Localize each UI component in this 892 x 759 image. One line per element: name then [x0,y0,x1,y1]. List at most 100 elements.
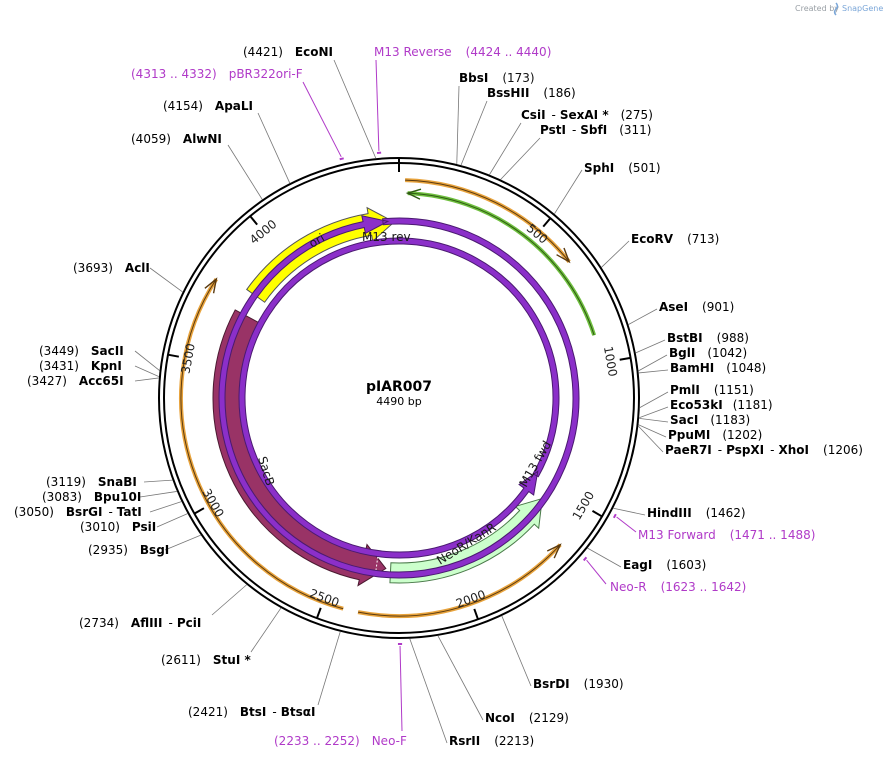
feature-layer [179,151,617,645]
svg-text:EagI(1603): EagI(1603) [623,558,706,572]
site-sacii[interactable]: (3449)SacII [39,344,124,358]
leader-line [554,169,583,215]
leader-line [638,369,669,374]
leader-line [639,391,669,408]
tick-mark [542,217,552,228]
site-bpu10i[interactable]: (3083)Bpu10I [42,490,141,504]
svg-text:PaeR7I-PspXI-XhoI(1206): PaeR7I-PspXI-XhoI(1206) [665,443,863,457]
primer-leader-line [302,81,342,158]
site-psti-sbfi[interactable]: PstI-SbfI(311) [540,123,651,137]
site-bsgi[interactable]: (2935)BsgI [88,543,169,557]
svg-text:(3693)AclI: (3693)AclI [73,261,150,275]
site-alwni[interactable]: (4059)AlwNI [131,132,222,146]
site-eco53ki[interactable]: Eco53kI(1181) [670,398,773,412]
primer-leader-line [399,645,403,732]
site-snabi[interactable]: (3119)SnaBI [46,475,137,489]
leader-line [149,501,182,513]
site-bgli[interactable]: BglI(1042) [669,346,747,360]
site-bsrgi-tati[interactable]: (3050)BsrGI-TatI [14,505,142,519]
primer-leader-line [586,559,607,585]
credit-brand: SnapGene [842,4,883,13]
site-btsi-btsai[interactable]: (2421)BtsI-BtsαI [188,705,315,719]
svg-text:(3449)SacII: (3449)SacII [39,344,124,358]
svg-text:PstI-SbfI(311): PstI-SbfI(311) [540,123,651,137]
svg-text:BamHI(1048): BamHI(1048) [670,361,766,375]
feature-ori [246,206,395,303]
orf-bottom-track-core [357,544,561,617]
site-acc65i[interactable]: (3427)Acc65I [27,374,124,388]
svg-text:(2935)BsgI: (2935)BsgI [88,543,169,557]
leader-line [143,479,173,483]
leader-line [639,417,669,423]
leader-line [134,350,160,371]
tick-label: 500 [524,221,551,246]
orf-left-track-core [180,278,344,610]
svg-text:HindIII(1462): HindIII(1462) [647,506,746,520]
tick-label: 3500 [178,342,197,375]
svg-text:M13 Forward(1471 .. 1488): M13 Forward(1471 .. 1488) [638,528,815,542]
svg-text:BstBI(988): BstBI(988) [667,331,749,345]
tick-label: 4000 [247,217,280,247]
site-pmli[interactable]: PmlI(1151) [670,383,754,397]
leader-line [134,365,160,377]
svg-text:(4313 .. 4332)pBR322ori-F: (4313 .. 4332)pBR322ori-F [131,67,303,81]
primer-m13-forward[interactable]: M13 Forward(1471 .. 1488) [638,528,815,542]
site-paer7i-pspxi-xhoi[interactable]: PaeR7I-PspXI-XhoI(1206) [665,443,863,457]
svg-text:SacI(1183): SacI(1183) [670,413,750,427]
site-ppumi[interactable]: PpuMI(1202) [668,428,762,442]
svg-text:(3427)Acc65I: (3427)Acc65I [27,374,124,388]
svg-text:BsrDI(1930): BsrDI(1930) [533,677,624,691]
feature-label-ori: ori [307,231,328,251]
site-sphi[interactable]: SphI(501) [584,161,661,175]
svg-text:(2233 .. 2252)Neo-F: (2233 .. 2252)Neo-F [274,734,407,748]
orf-bottom-track-head [546,543,562,559]
svg-text:Neo-R(1623 .. 1642): Neo-R(1623 .. 1642) [610,580,746,594]
site-bstbi[interactable]: BstBI(988) [667,331,749,345]
svg-text:M13 Reverse(4424 .. 4440): M13 Reverse(4424 .. 4440) [374,45,551,59]
leader-line [638,354,668,372]
primer-leader-line [375,59,380,151]
leader-line [613,507,646,516]
svg-text:(3431)KpnI: (3431)KpnI [39,359,122,373]
tick-mark [591,510,603,518]
svg-text:(4421)EcoNI: (4421)EcoNI [243,45,333,59]
site-ecorv[interactable]: EcoRV(713) [631,232,719,246]
svg-text:(4154)ApaLI: (4154)ApaLI [163,99,253,113]
leader-line [638,425,664,453]
site-acli[interactable]: (3693)AclI [73,261,150,275]
sacb-marker [373,552,379,583]
site-rsrii[interactable]: RsrII(2213) [449,734,534,748]
feature-m13-fwd [238,237,560,559]
primer-pbr322ori-f[interactable]: (4313 .. 4332)pBR322ori-F [131,67,303,81]
site-apali[interactable]: (4154)ApaLI [163,99,253,113]
site-ncoi[interactable]: NcoI(2129) [485,711,569,725]
svg-text:(2734)AflIII-PciI: (2734)AflIII-PciI [79,616,201,630]
feature-label-m13-rev: M13 rev [362,230,411,244]
site-bbsi[interactable]: BbsI(173) [459,71,535,85]
leader-line [635,339,666,354]
site-csii-sexai[interactable]: CsiI-SexAI *(275) [521,108,653,122]
svg-text:CsiI-SexAI *(275): CsiI-SexAI *(275) [521,108,653,122]
site-econi[interactable]: (4421)EcoNI [243,45,333,59]
orf-top-track-core [405,179,570,263]
site-psii[interactable]: (3010)PsiI [80,520,156,534]
tick-mark [473,608,479,620]
site-bsshii[interactable]: BssHII(186) [487,86,576,100]
site-eagi[interactable]: EagI(1603) [623,558,706,572]
site-kpni[interactable]: (3431)KpnI [39,359,122,373]
leader-line [409,638,448,744]
tick-label: 1000 [601,345,620,377]
site-bsrdi[interactable]: BsrDI(1930) [533,677,624,691]
site-asei[interactable]: AseI(901) [659,300,734,314]
site-bamhi[interactable]: BamHI(1048) [670,361,766,375]
site-hindiii[interactable]: HindIII(1462) [647,506,746,520]
svg-text:SphI(501): SphI(501) [584,161,661,175]
primer-neo-r[interactable]: Neo-R(1623 .. 1642) [610,580,746,594]
site-saci[interactable]: SacI(1183) [670,413,750,427]
site-stui[interactable]: (2611)StuI * [161,653,251,667]
primer-m13-reverse[interactable]: M13 Reverse(4424 .. 4440) [374,45,551,59]
primer-neo-f[interactable]: (2233 .. 2252)Neo-F [274,734,407,748]
leader-line [156,513,188,528]
site-afliii-pcii[interactable]: (2734)AflIII-PciI [79,616,201,630]
